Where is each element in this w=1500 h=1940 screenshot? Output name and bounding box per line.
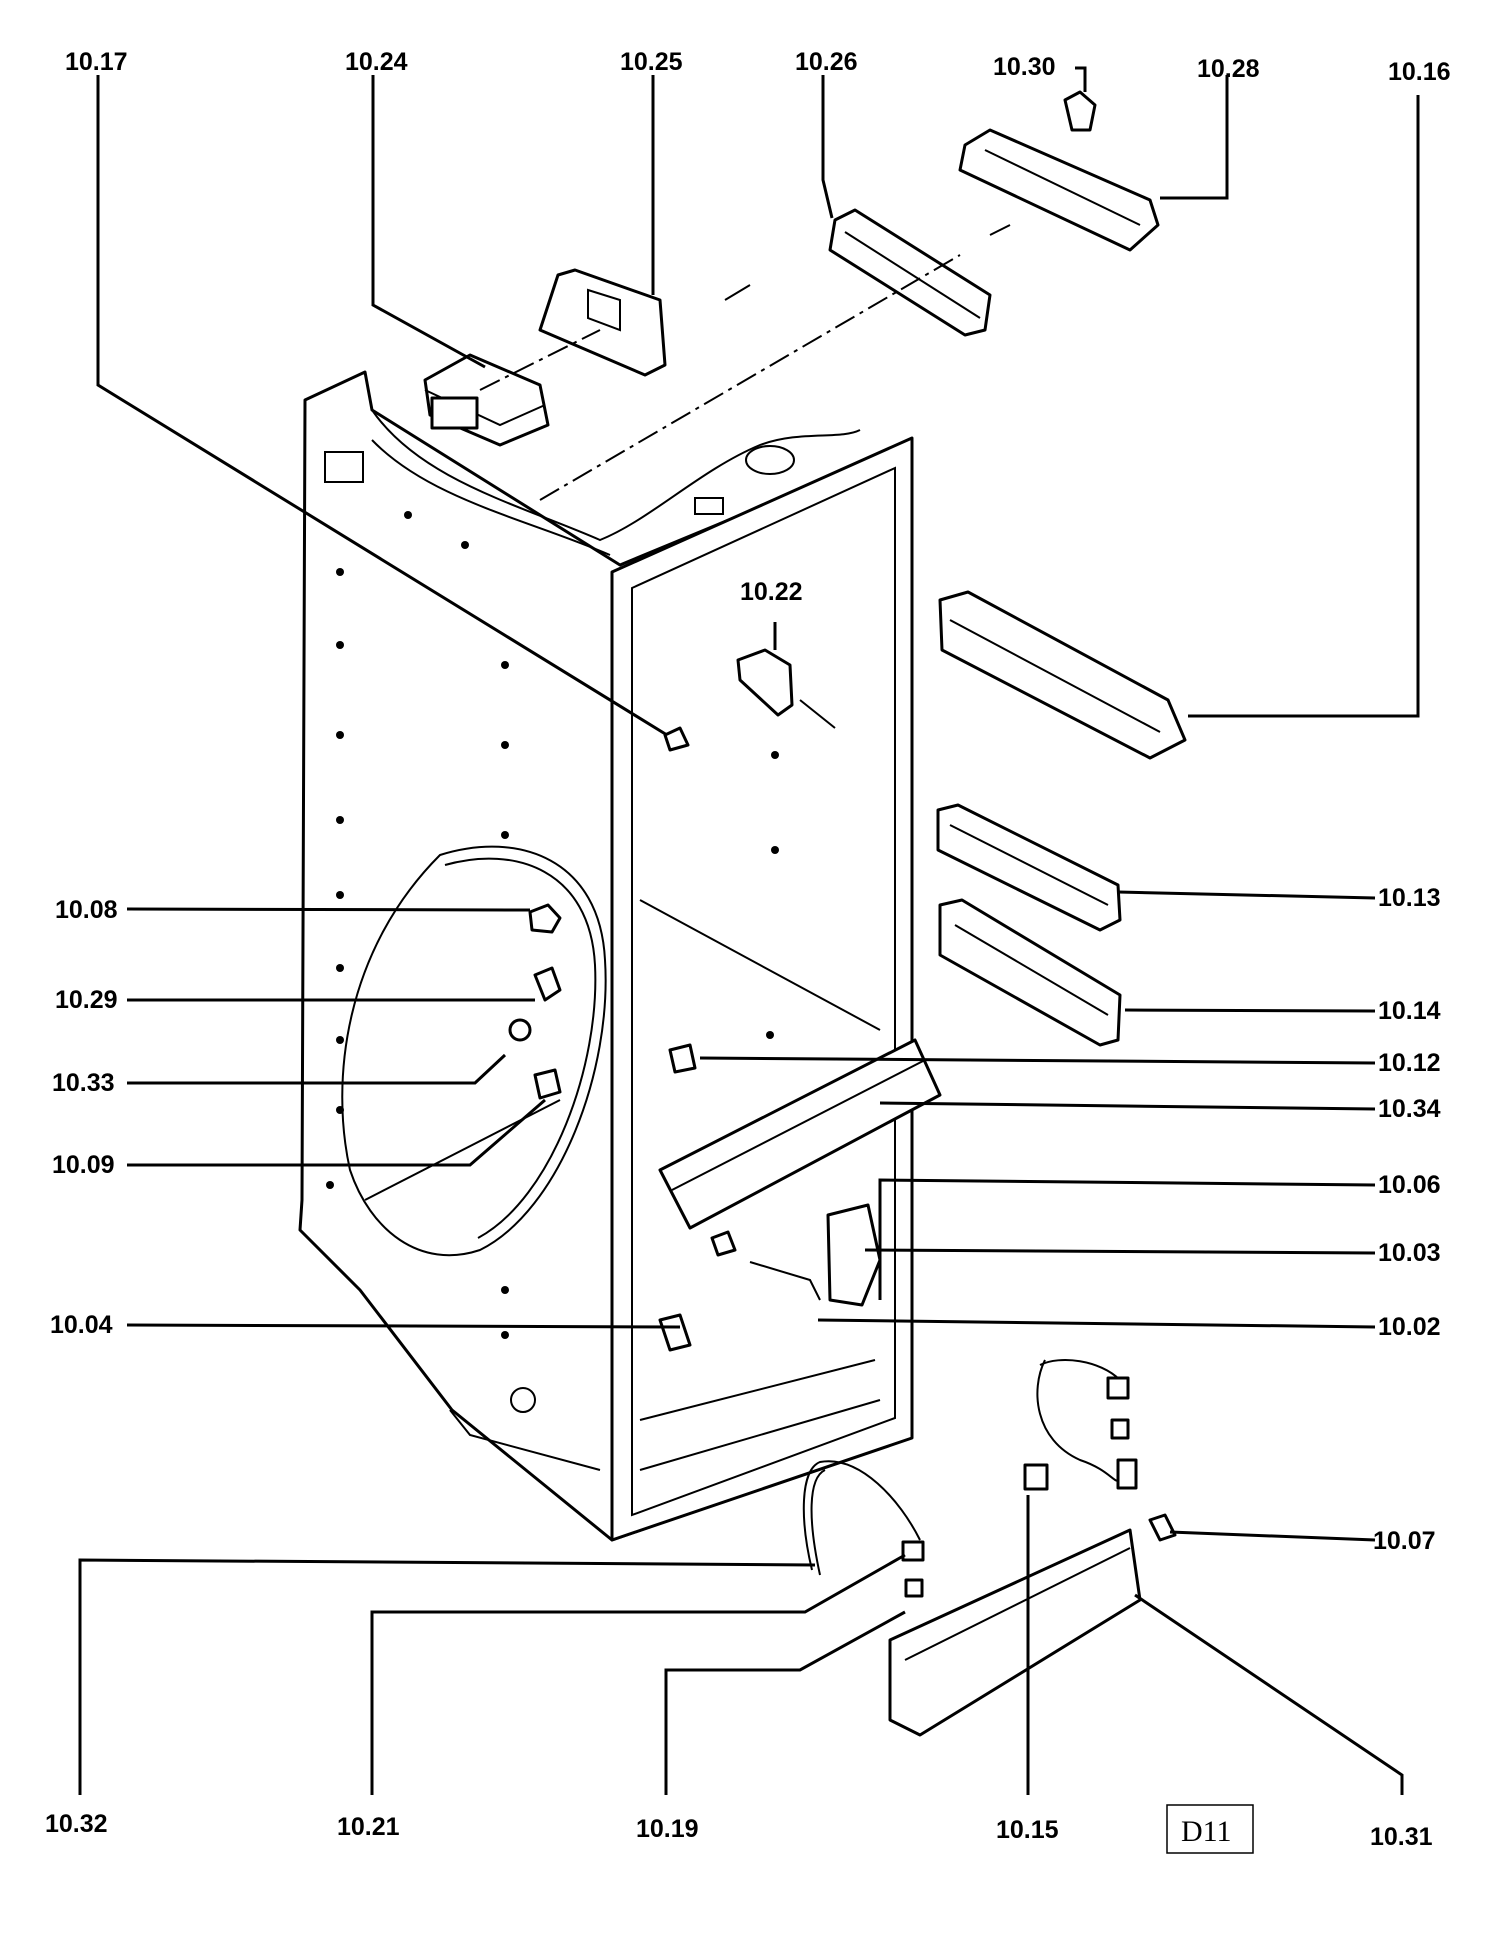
label-10-30: 10.30 bbox=[993, 53, 1056, 81]
label-10-33: 10.33 bbox=[52, 1069, 115, 1097]
label-10-26: 10.26 bbox=[795, 48, 858, 76]
label-10-08: 10.08 bbox=[55, 896, 118, 924]
part-10-13-drawing bbox=[936, 803, 1122, 932]
label-10-32: 10.32 bbox=[45, 1810, 108, 1838]
part-10-03-drawing bbox=[749, 1203, 882, 1307]
label-10-03: 10.03 bbox=[1378, 1239, 1441, 1267]
part-labels: 10.17 10.24 10.25 10.26 10.30 10.28 10.1… bbox=[45, 48, 1451, 1851]
label-10-06: 10.06 bbox=[1378, 1171, 1441, 1199]
part-10-24-drawing bbox=[423, 353, 550, 447]
label-10-28: 10.28 bbox=[1197, 55, 1260, 83]
label-10-19: 10.19 bbox=[636, 1815, 699, 1843]
part-10-22-drawing bbox=[736, 648, 836, 729]
label-10-15: 10.15 bbox=[996, 1816, 1059, 1844]
part-10-26-drawing bbox=[539, 208, 1011, 501]
label-10-13: 10.13 bbox=[1378, 884, 1441, 912]
part-10-32-drawing bbox=[802, 1460, 925, 1598]
label-10-04: 10.04 bbox=[50, 1311, 113, 1339]
label-10-31: 10.31 bbox=[1370, 1823, 1433, 1851]
label-10-22: 10.22 bbox=[740, 578, 803, 606]
label-10-17: 10.17 bbox=[65, 48, 128, 76]
label-10-07: 10.07 bbox=[1373, 1527, 1436, 1555]
label-10-24: 10.24 bbox=[345, 48, 408, 76]
part-10-34-drawing bbox=[658, 1038, 942, 1230]
leader-lines bbox=[78, 66, 1420, 1795]
small-hardware bbox=[508, 726, 737, 1352]
label-10-21: 10.21 bbox=[337, 1813, 400, 1841]
part-10-14-drawing bbox=[938, 898, 1122, 1047]
label-10-25: 10.25 bbox=[620, 48, 683, 76]
page-tag: D11 bbox=[1166, 1804, 1254, 1854]
part-10-28-drawing bbox=[958, 90, 1160, 252]
label-10-14: 10.14 bbox=[1378, 997, 1441, 1025]
label-10-09: 10.09 bbox=[52, 1151, 115, 1179]
label-10-16: 10.16 bbox=[1388, 58, 1451, 86]
part-10-31-drawing bbox=[888, 1359, 1177, 1737]
label-10-12: 10.12 bbox=[1378, 1049, 1441, 1077]
label-10-34: 10.34 bbox=[1378, 1095, 1441, 1123]
label-10-02: 10.02 bbox=[1378, 1313, 1441, 1341]
cabinet-frame bbox=[298, 370, 914, 1542]
mounting-holes bbox=[326, 511, 779, 1339]
page-tag-text: D11 bbox=[1181, 1815, 1232, 1848]
part-10-25-drawing bbox=[479, 268, 751, 391]
part-10-16-drawing bbox=[938, 590, 1187, 760]
label-10-29: 10.29 bbox=[55, 986, 118, 1014]
